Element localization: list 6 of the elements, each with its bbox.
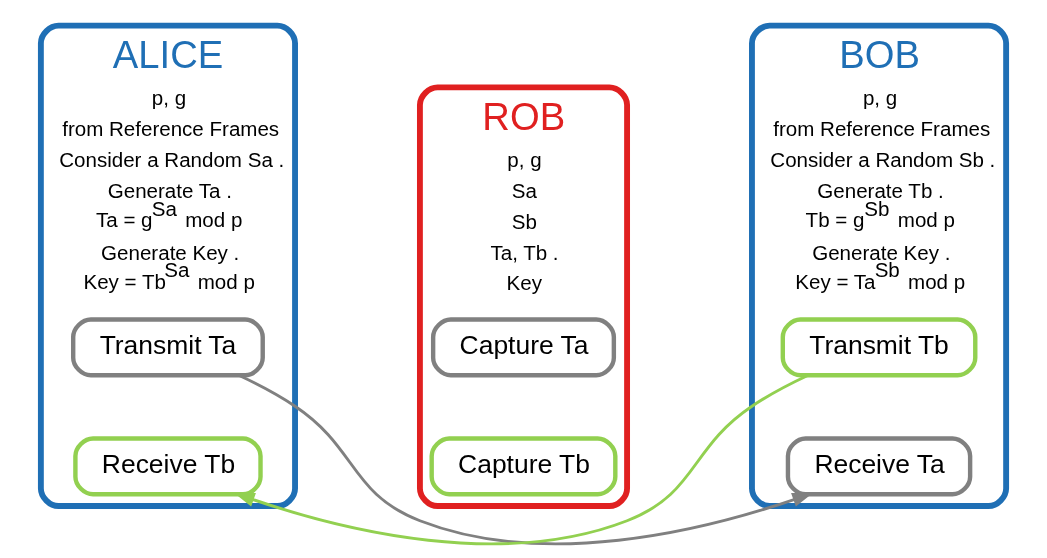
node-box: Receive Ta: [785, 436, 973, 497]
node-box: Capture Ta: [430, 317, 617, 378]
node-box: Transmit Ta: [71, 317, 265, 378]
node-box: Capture Tb: [429, 436, 618, 497]
node-box: Transmit Tb: [780, 317, 978, 378]
node-box: Receive Tb: [73, 436, 263, 497]
